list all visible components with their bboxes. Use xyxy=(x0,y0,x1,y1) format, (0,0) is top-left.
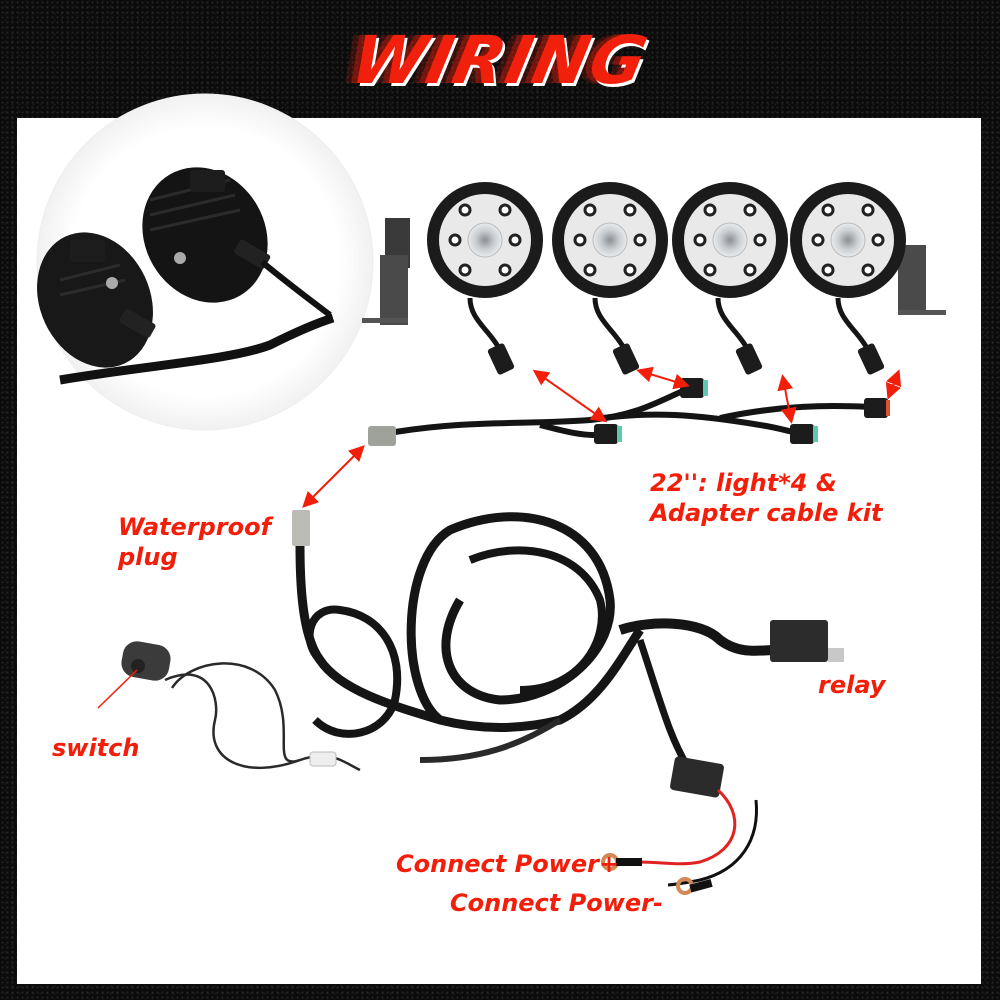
light-bar xyxy=(362,182,946,375)
waterproof-plug-icon xyxy=(368,426,396,446)
waterproof-plug-label: Waterproof plug xyxy=(118,512,271,572)
waterproof-plug-label-line1: Waterproof xyxy=(118,513,272,541)
kit-label-line1: 22'': light*4 & xyxy=(650,469,837,497)
relay-icon xyxy=(770,620,844,662)
mount-bracket-left-icon xyxy=(362,218,410,325)
kit-label-line2: Adapter cable kit xyxy=(650,499,883,527)
inset-back-view xyxy=(36,93,374,431)
light-pod-icon xyxy=(552,182,668,298)
ring-terminal-icon xyxy=(601,853,642,871)
mount-bracket-right-icon xyxy=(898,245,946,315)
light-pod-icon xyxy=(672,182,788,298)
y-splitter-cable-icon xyxy=(368,378,890,446)
pointer-arrow-icon xyxy=(302,366,902,508)
light-pod-icon xyxy=(790,182,906,298)
power-negative-label: Connect Power- xyxy=(450,889,663,917)
waterproof-plug-label-line2: plug xyxy=(118,543,178,571)
power-positive-label: Connect Power+ xyxy=(396,850,620,878)
ring-terminal-icon xyxy=(676,877,713,895)
switch-label: switch xyxy=(52,734,140,762)
fuse-holder-icon xyxy=(670,756,724,798)
relay-label: relay xyxy=(818,671,886,699)
kit-label: 22'': light*4 & Adapter cable kit xyxy=(650,468,882,528)
main-harness-icon xyxy=(292,510,844,895)
light-pod-icon xyxy=(427,182,543,298)
rocker-switch-icon xyxy=(97,641,361,772)
